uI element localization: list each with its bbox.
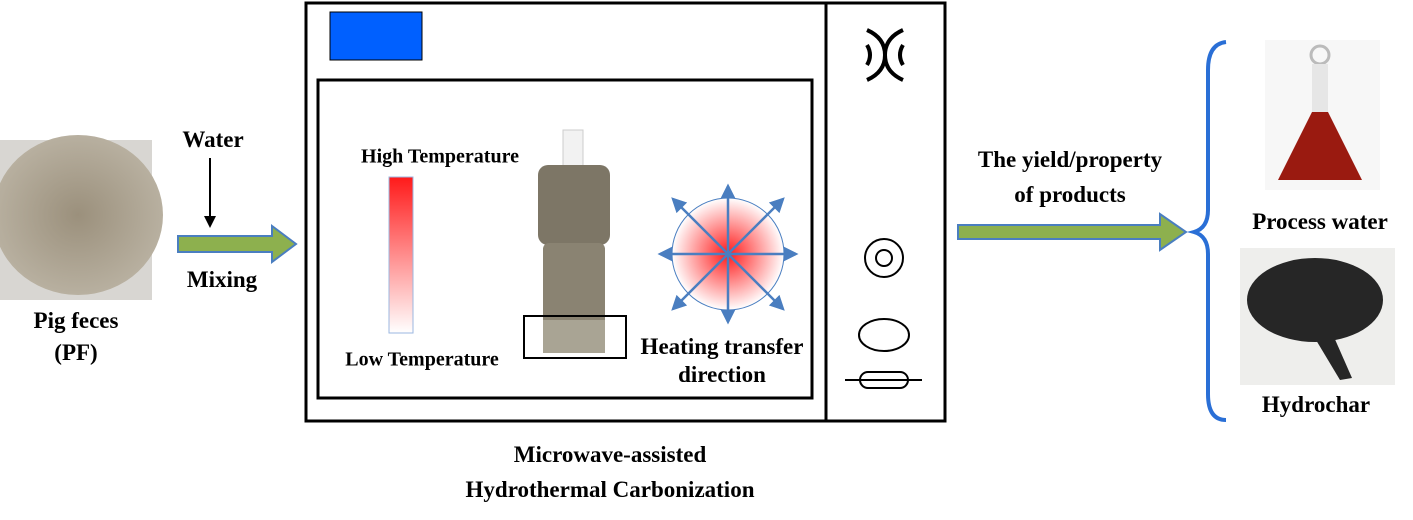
heating-transfer-icon <box>657 183 799 325</box>
reactor-vessel-image <box>538 129 610 353</box>
pig-feces-abbr: (PF) <box>54 340 98 365</box>
vessel-bottom-highlight <box>523 315 627 359</box>
heating-direction-label: direction <box>678 362 766 387</box>
reactor-title-line1: Microwave-assisted <box>513 442 707 467</box>
high-temperature-label: High Temperature <box>361 145 519 168</box>
heating-transfer-label: Heating transfer <box>640 334 804 359</box>
mixing-arrow <box>177 224 298 264</box>
products-brace <box>1186 40 1227 422</box>
products-arrow-label-line2: of products <box>1014 182 1126 207</box>
reactor-title-line2: Hydrothermal Carbonization <box>465 477 755 502</box>
process-water-label: Process water <box>1252 209 1388 234</box>
hydrochar-label: Hydrochar <box>1261 392 1371 417</box>
temperature-gradient-bar <box>388 176 414 334</box>
products-arrow-label-line1: The yield/property <box>977 147 1163 172</box>
pig-feces-label: Pig feces <box>33 308 119 333</box>
hydrochar-image <box>1240 248 1395 385</box>
microwave-wave-icon <box>865 28 905 82</box>
microwave-body <box>304 1 947 423</box>
water-label: Water <box>182 127 244 152</box>
button-icon[interactable] <box>858 318 910 352</box>
low-temperature-label: Low Temperature <box>345 348 499 371</box>
door-handle-icon[interactable] <box>845 371 922 389</box>
process-water-flask-image <box>1265 40 1380 190</box>
pig-feces-image <box>0 135 163 300</box>
microwave-chamber <box>316 78 814 400</box>
mixing-label: Mixing <box>186 267 258 292</box>
products-arrow <box>957 212 1188 252</box>
dial-knob-icon[interactable] <box>864 238 904 278</box>
microwave-display <box>329 11 423 61</box>
